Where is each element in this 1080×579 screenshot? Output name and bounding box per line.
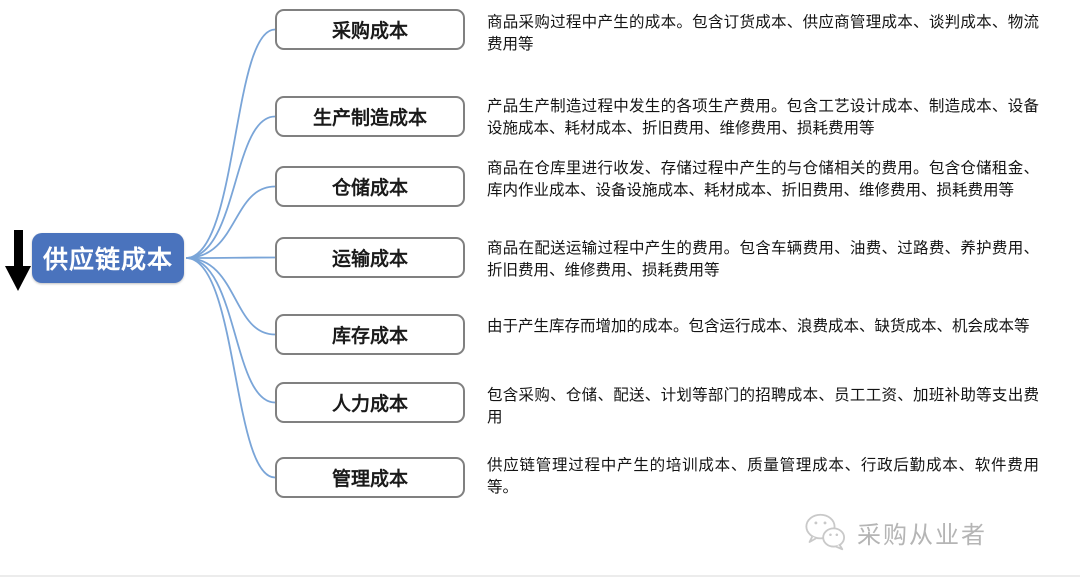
branch-label: 生产制造成本 (312, 108, 427, 129)
branch-label: 运输成本 (331, 249, 408, 270)
branch-box: 生产制造成本 (275, 96, 465, 137)
branch-description: 商品在仓库里进行收发、存储过程中产生的与仓储相关的费用。包含仓储租金、库内作业成… (487, 160, 1039, 199)
branch-box: 人力成本 (275, 382, 465, 423)
branch-description: 产品生产制造过程中发生的各项生产费用。包含工艺设计成本、制造成本、设备设施成本、… (487, 98, 1039, 137)
branch-label: 管理成本 (331, 469, 408, 490)
watermark-label: 采购从业者 (857, 521, 987, 549)
bottom-divider (0, 575, 1080, 577)
branch-description: 由于产生库存而增加的成本。包含运行成本、浪费成本、缺货成本、机会成本等 (487, 318, 1030, 335)
branch-description: 商品在配送运输过程中产生的费用。包含车辆费用、油费、过路费、养护费用、折旧费用、… (487, 240, 1039, 279)
branch-box: 库存成本 (275, 314, 465, 355)
wechat-icon (805, 513, 845, 551)
root-node-label: 供应链成本 (42, 246, 173, 274)
branch-label: 人力成本 (331, 394, 408, 415)
branch-box: 运输成本 (275, 237, 465, 278)
root-node: 供应链成本 (32, 233, 184, 283)
watermark: 采购从业者 (803, 512, 987, 552)
down-arrow-icon (5, 230, 31, 291)
branch-label: 仓储成本 (331, 178, 408, 199)
branch-box: 仓储成本 (275, 166, 465, 207)
branch-box: 管理成本 (275, 457, 465, 498)
branch-label: 采购成本 (331, 21, 408, 42)
branch-label: 库存成本 (331, 326, 408, 347)
branch-description: 供应链管理过程中产生的培训成本、质量管理成本、行政后勤成本、软件费用等。 (487, 457, 1039, 496)
branch-box: 采购成本 (275, 9, 465, 50)
branch-description: 商品采购过程中产生的成本。包含订货成本、供应商管理成本、谈判成本、物流费用等 (487, 14, 1039, 53)
branch-description: 包含采购、仓储、配送、计划等部门的招聘成本、员工工资、加班补助等支出费用 (487, 387, 1039, 426)
